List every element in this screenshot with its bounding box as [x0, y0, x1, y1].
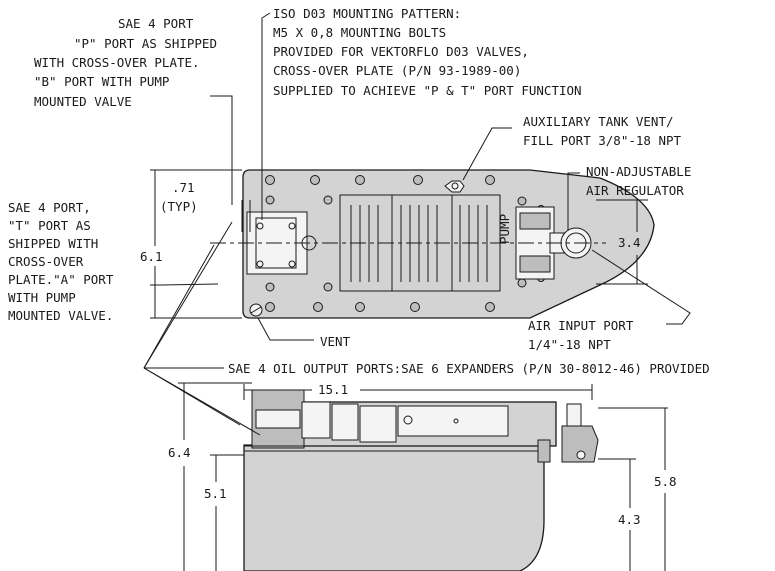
dim-typ: (TYP)	[160, 199, 198, 214]
svg-text:1/4"-18 NPT: 1/4"-18 NPT	[528, 337, 611, 352]
svg-text:CROSS-OVER PLATE (P/N 93-1989-: CROSS-OVER PLATE (P/N 93-1989-00)	[273, 63, 521, 78]
svg-text:FILL PORT 3/8"-18 NPT: FILL PORT 3/8"-18 NPT	[523, 133, 682, 148]
top-view: PUMP	[210, 169, 655, 319]
svg-text:MOUNTED VALVE: MOUNTED VALVE	[34, 94, 132, 109]
svg-text:WITH CROSS-OVER PLATE.: WITH CROSS-OVER PLATE.	[34, 55, 200, 70]
bolt-holes	[265, 175, 545, 312]
svg-text:AUXILIARY TANK VENT/: AUXILIARY TANK VENT/	[523, 114, 674, 129]
callout-air-regulator: NON-ADJUSTABLE AIR REGULATOR	[586, 164, 691, 198]
dim-overall-length: 15.1	[318, 382, 348, 397]
callout-aux-tank-vent: AUXILIARY TANK VENT/ FILL PORT 3/8"-18 N…	[523, 114, 682, 148]
callout-sae4-port-t: SAE 4 PORT, "T" PORT AS SHIPPED WITH CRO…	[8, 200, 114, 323]
side-view-body	[243, 444, 545, 571]
dim-side-right-port-height: 4.3	[618, 512, 641, 527]
svg-text:"T" PORT AS: "T" PORT AS	[8, 218, 91, 233]
svg-text:"P" PORT AS SHIPPED: "P" PORT AS SHIPPED	[74, 36, 217, 51]
svg-text:WITH PUMP: WITH PUMP	[8, 290, 76, 305]
callout-air-input: AIR INPUT PORT 1/4"-18 NPT	[528, 318, 634, 352]
dimension-lines	[150, 169, 668, 571]
svg-text:AIR INPUT PORT: AIR INPUT PORT	[528, 318, 634, 333]
dim-side-height: 6.4	[168, 445, 191, 460]
leader-lines	[143, 12, 691, 436]
svg-text:PLATE."A" PORT: PLATE."A" PORT	[8, 272, 114, 287]
dim-side-right-height: 5.8	[654, 474, 677, 489]
svg-text:NON-ADJUSTABLE: NON-ADJUSTABLE	[586, 164, 691, 179]
oil-output-label: SAE 4 OIL OUTPUT PORTS:SAE 6 EXPANDERS (…	[228, 361, 710, 376]
dim-top-regulator-height: 3.4	[618, 235, 641, 250]
svg-text:ISO D03 MOUNTING PATTERN:: ISO D03 MOUNTING PATTERN:	[273, 6, 461, 21]
svg-text:M5 X 0,8 MOUNTING BOLTS: M5 X 0,8 MOUNTING BOLTS	[273, 25, 446, 40]
callout-sae4-port-p: SAE 4 PORT "P" PORT AS SHIPPED WITH CROS…	[34, 16, 217, 109]
callout-iso-d03: ISO D03 MOUNTING PATTERN: M5 X 0,8 MOUNT…	[273, 6, 582, 98]
svg-text:PROVIDED FOR VEKTORFLO D03 VAL: PROVIDED FOR VEKTORFLO D03 VALVES,	[273, 44, 529, 59]
side-air-fitting	[561, 425, 599, 463]
dim-top-height: 6.1	[140, 249, 163, 264]
side-view	[243, 389, 599, 571]
svg-text:"B" PORT WITH PUMP: "B" PORT WITH PUMP	[34, 74, 169, 89]
svg-text:SAE 4 PORT: SAE 4 PORT	[118, 16, 194, 31]
svg-text:AIR REGULATOR: AIR REGULATOR	[586, 183, 684, 198]
dim-top-port-offset: .71	[172, 180, 195, 195]
svg-text:SAE 4 PORT,: SAE 4 PORT,	[8, 200, 91, 215]
svg-text:SUPPLIED TO ACHIEVE "P & T" PO: SUPPLIED TO ACHIEVE "P & T" PORT FUNCTIO…	[273, 83, 582, 98]
dim-side-port-height: 5.1	[204, 486, 227, 501]
svg-text:CROSS-OVER: CROSS-OVER	[8, 254, 84, 269]
aux-tank-vent	[444, 180, 465, 193]
svg-text:MOUNTED VALVE.: MOUNTED VALVE.	[8, 308, 113, 323]
svg-text:SHIPPED WITH: SHIPPED WITH	[8, 236, 98, 251]
pump-label: PUMP	[497, 214, 512, 244]
vent-label: VENT	[320, 334, 351, 349]
